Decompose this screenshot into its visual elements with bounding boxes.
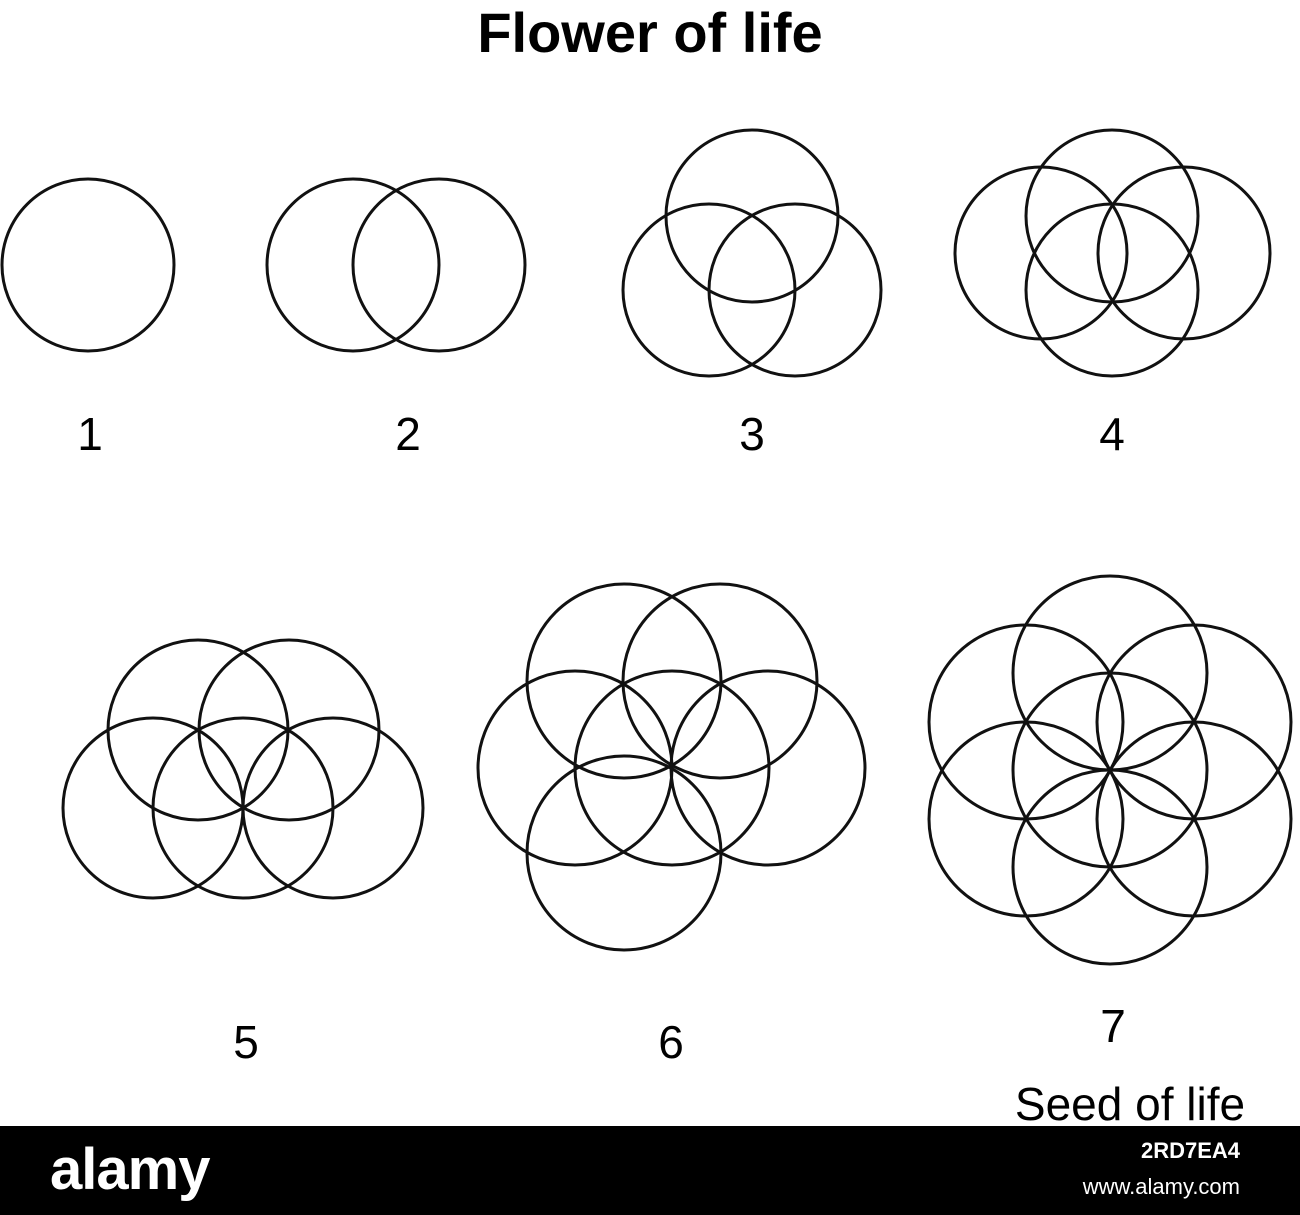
image-id: 2RD7EA4: [1140, 1138, 1240, 1163]
step-label-2: 2: [395, 408, 421, 460]
circle: [927, 720, 1125, 918]
seed-of-life-caption: Seed of life: [1014, 1078, 1246, 1130]
step-1-figure: [0, 177, 176, 353]
circle: [525, 582, 723, 780]
circle: [621, 582, 819, 780]
circle: [1096, 165, 1272, 341]
step-label-3: 3: [739, 408, 765, 460]
watermark-bar: alamy 2RD7EA4 www.alamy.com: [0, 1126, 1300, 1215]
brand-logo: alamy: [50, 1137, 210, 1202]
circle: [525, 754, 723, 952]
circle: [265, 177, 441, 353]
circle: [953, 165, 1129, 341]
circle: [0, 177, 176, 353]
step-3-figure: [621, 128, 883, 378]
circle: [1024, 202, 1200, 378]
circle: [241, 716, 425, 900]
step-label-6: 6: [658, 1016, 684, 1068]
step-6-figure: [476, 582, 867, 952]
circle: [1024, 128, 1200, 304]
step-label-7: 7: [1100, 1000, 1126, 1052]
flower-of-life-diagram: [0, 128, 1293, 966]
step-4-figure: [953, 128, 1272, 378]
step-label-4: 4: [1099, 408, 1125, 460]
site-url: www.alamy.com: [1082, 1174, 1240, 1199]
diagram-title: Flower of life: [477, 1, 823, 64]
circle: [151, 716, 335, 900]
step-label-5: 5: [233, 1016, 259, 1068]
circle: [1095, 720, 1293, 918]
circle: [1095, 623, 1293, 821]
step-7-figure: [927, 574, 1293, 966]
circle: [927, 623, 1125, 821]
circle: [351, 177, 527, 353]
circle: [621, 202, 797, 378]
step-5-figure: [61, 638, 425, 900]
circle: [707, 202, 883, 378]
step-2-figure: [265, 177, 527, 353]
step-label-1: 1: [77, 408, 103, 460]
